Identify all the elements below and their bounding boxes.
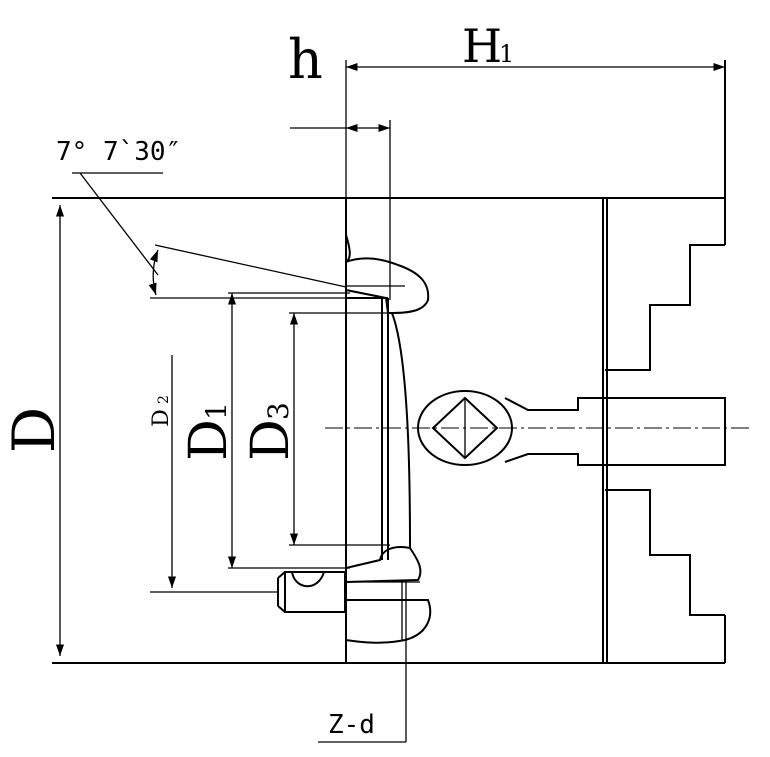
label-H: H — [462, 19, 502, 73]
label-D1: D — [179, 419, 239, 461]
label-h: h — [288, 28, 323, 91]
dim-D1 — [227, 292, 350, 569]
lower-ring-section — [345, 546, 422, 584]
label-D: D — [0, 407, 68, 454]
upper-jaw-steps — [605, 244, 725, 371]
label-D1-sub: 1 — [200, 402, 233, 420]
angle-annotation — [72, 172, 347, 299]
label-zd: Z-d — [328, 710, 375, 740]
inner-bore — [345, 198, 428, 601]
dim-D3 — [289, 312, 390, 546]
label-H-sub: 1 — [499, 40, 514, 68]
label-D3-sub: 3 — [262, 402, 295, 420]
dim-H1 — [345, 60, 725, 198]
bottom-lip-section — [345, 599, 432, 644]
dim-h — [290, 120, 391, 300]
mounting-screw — [150, 571, 346, 613]
upper-lip-section — [345, 257, 430, 314]
label-D3: D — [241, 419, 301, 461]
label-D2-sub: 2 — [156, 395, 172, 404]
lower-jaw-steps — [605, 489, 725, 616]
label-D2: D — [149, 409, 174, 427]
zd-leader — [318, 580, 407, 743]
label-angle: 7° 7`30″ — [56, 137, 181, 167]
